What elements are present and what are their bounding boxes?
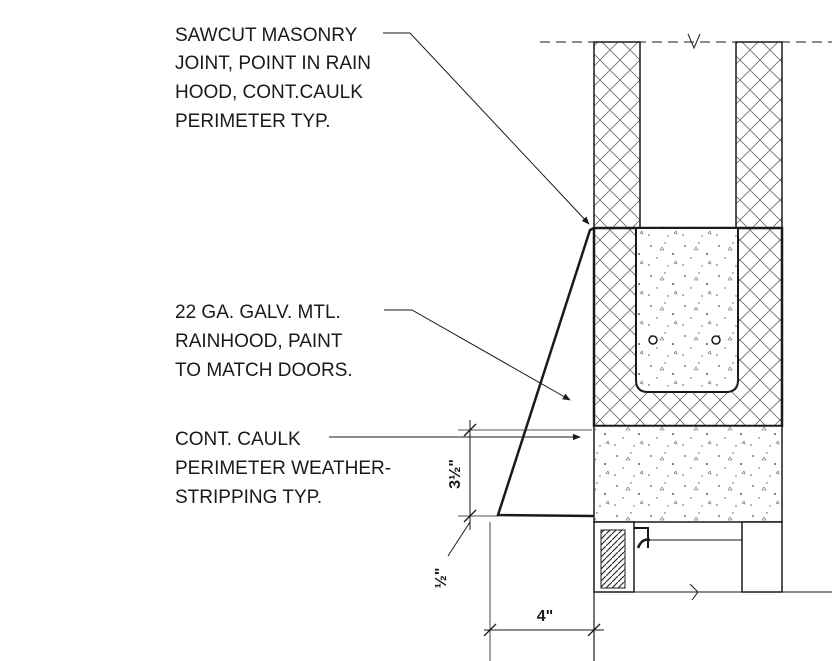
note-rainhood: 22 GA. GALV. MTL. RAINHOOD, PAINT TO MAT… bbox=[175, 302, 353, 381]
dimension-projection bbox=[483, 623, 604, 637]
note-caulk-line-1: CONT. CAULK bbox=[175, 429, 301, 450]
note-sawcut-line-2: JOINT, POINT IN RAIN bbox=[175, 53, 371, 74]
dimension-offset bbox=[447, 521, 491, 661]
note-sawcut-line-1: SAWCUT MASONRY bbox=[175, 25, 358, 46]
leader-sawcut bbox=[383, 32, 590, 225]
note-rainhood-line-3: TO MATCH DOORS. bbox=[175, 360, 353, 381]
top-break-line bbox=[540, 33, 832, 50]
note-sawcut: SAWCUT MASONRY JOINT, POINT IN RAIN HOOD… bbox=[175, 25, 371, 132]
bottom-break-line bbox=[593, 583, 832, 661]
dimension-label-1-2: ½" bbox=[433, 568, 450, 589]
masonry-wythe-left bbox=[593, 41, 641, 229]
rebar-left bbox=[648, 335, 658, 345]
dimension-rainhood-height bbox=[458, 420, 592, 530]
dimension-label-3-1-2: 3½" bbox=[447, 459, 464, 489]
note-rainhood-line-2: RAINHOOD, PAINT bbox=[175, 331, 343, 352]
note-caulk: CONT. CAULK PERIMETER WEATHER- STRIPPING… bbox=[175, 429, 391, 508]
dimension-label-4: 4" bbox=[537, 608, 553, 625]
leader-rainhood bbox=[384, 309, 571, 401]
bond-beam-block bbox=[592, 226, 784, 428]
note-rainhood-line-1: 22 GA. GALV. MTL. bbox=[175, 302, 341, 323]
note-sawcut-line-3: HOOD, CONT.CAULK bbox=[175, 82, 363, 103]
masonry-wythe-right bbox=[735, 41, 783, 229]
concrete-lintel bbox=[593, 425, 783, 593]
note-caulk-line-3: STRIPPING TYP. bbox=[175, 487, 322, 508]
note-sawcut-line-4: PERIMETER TYP. bbox=[175, 111, 331, 132]
rainhood-flashing bbox=[496, 226, 595, 518]
note-caulk-line-2: PERIMETER WEATHER- bbox=[175, 458, 391, 479]
rebar-right bbox=[711, 335, 721, 345]
door-frame bbox=[593, 521, 742, 593]
